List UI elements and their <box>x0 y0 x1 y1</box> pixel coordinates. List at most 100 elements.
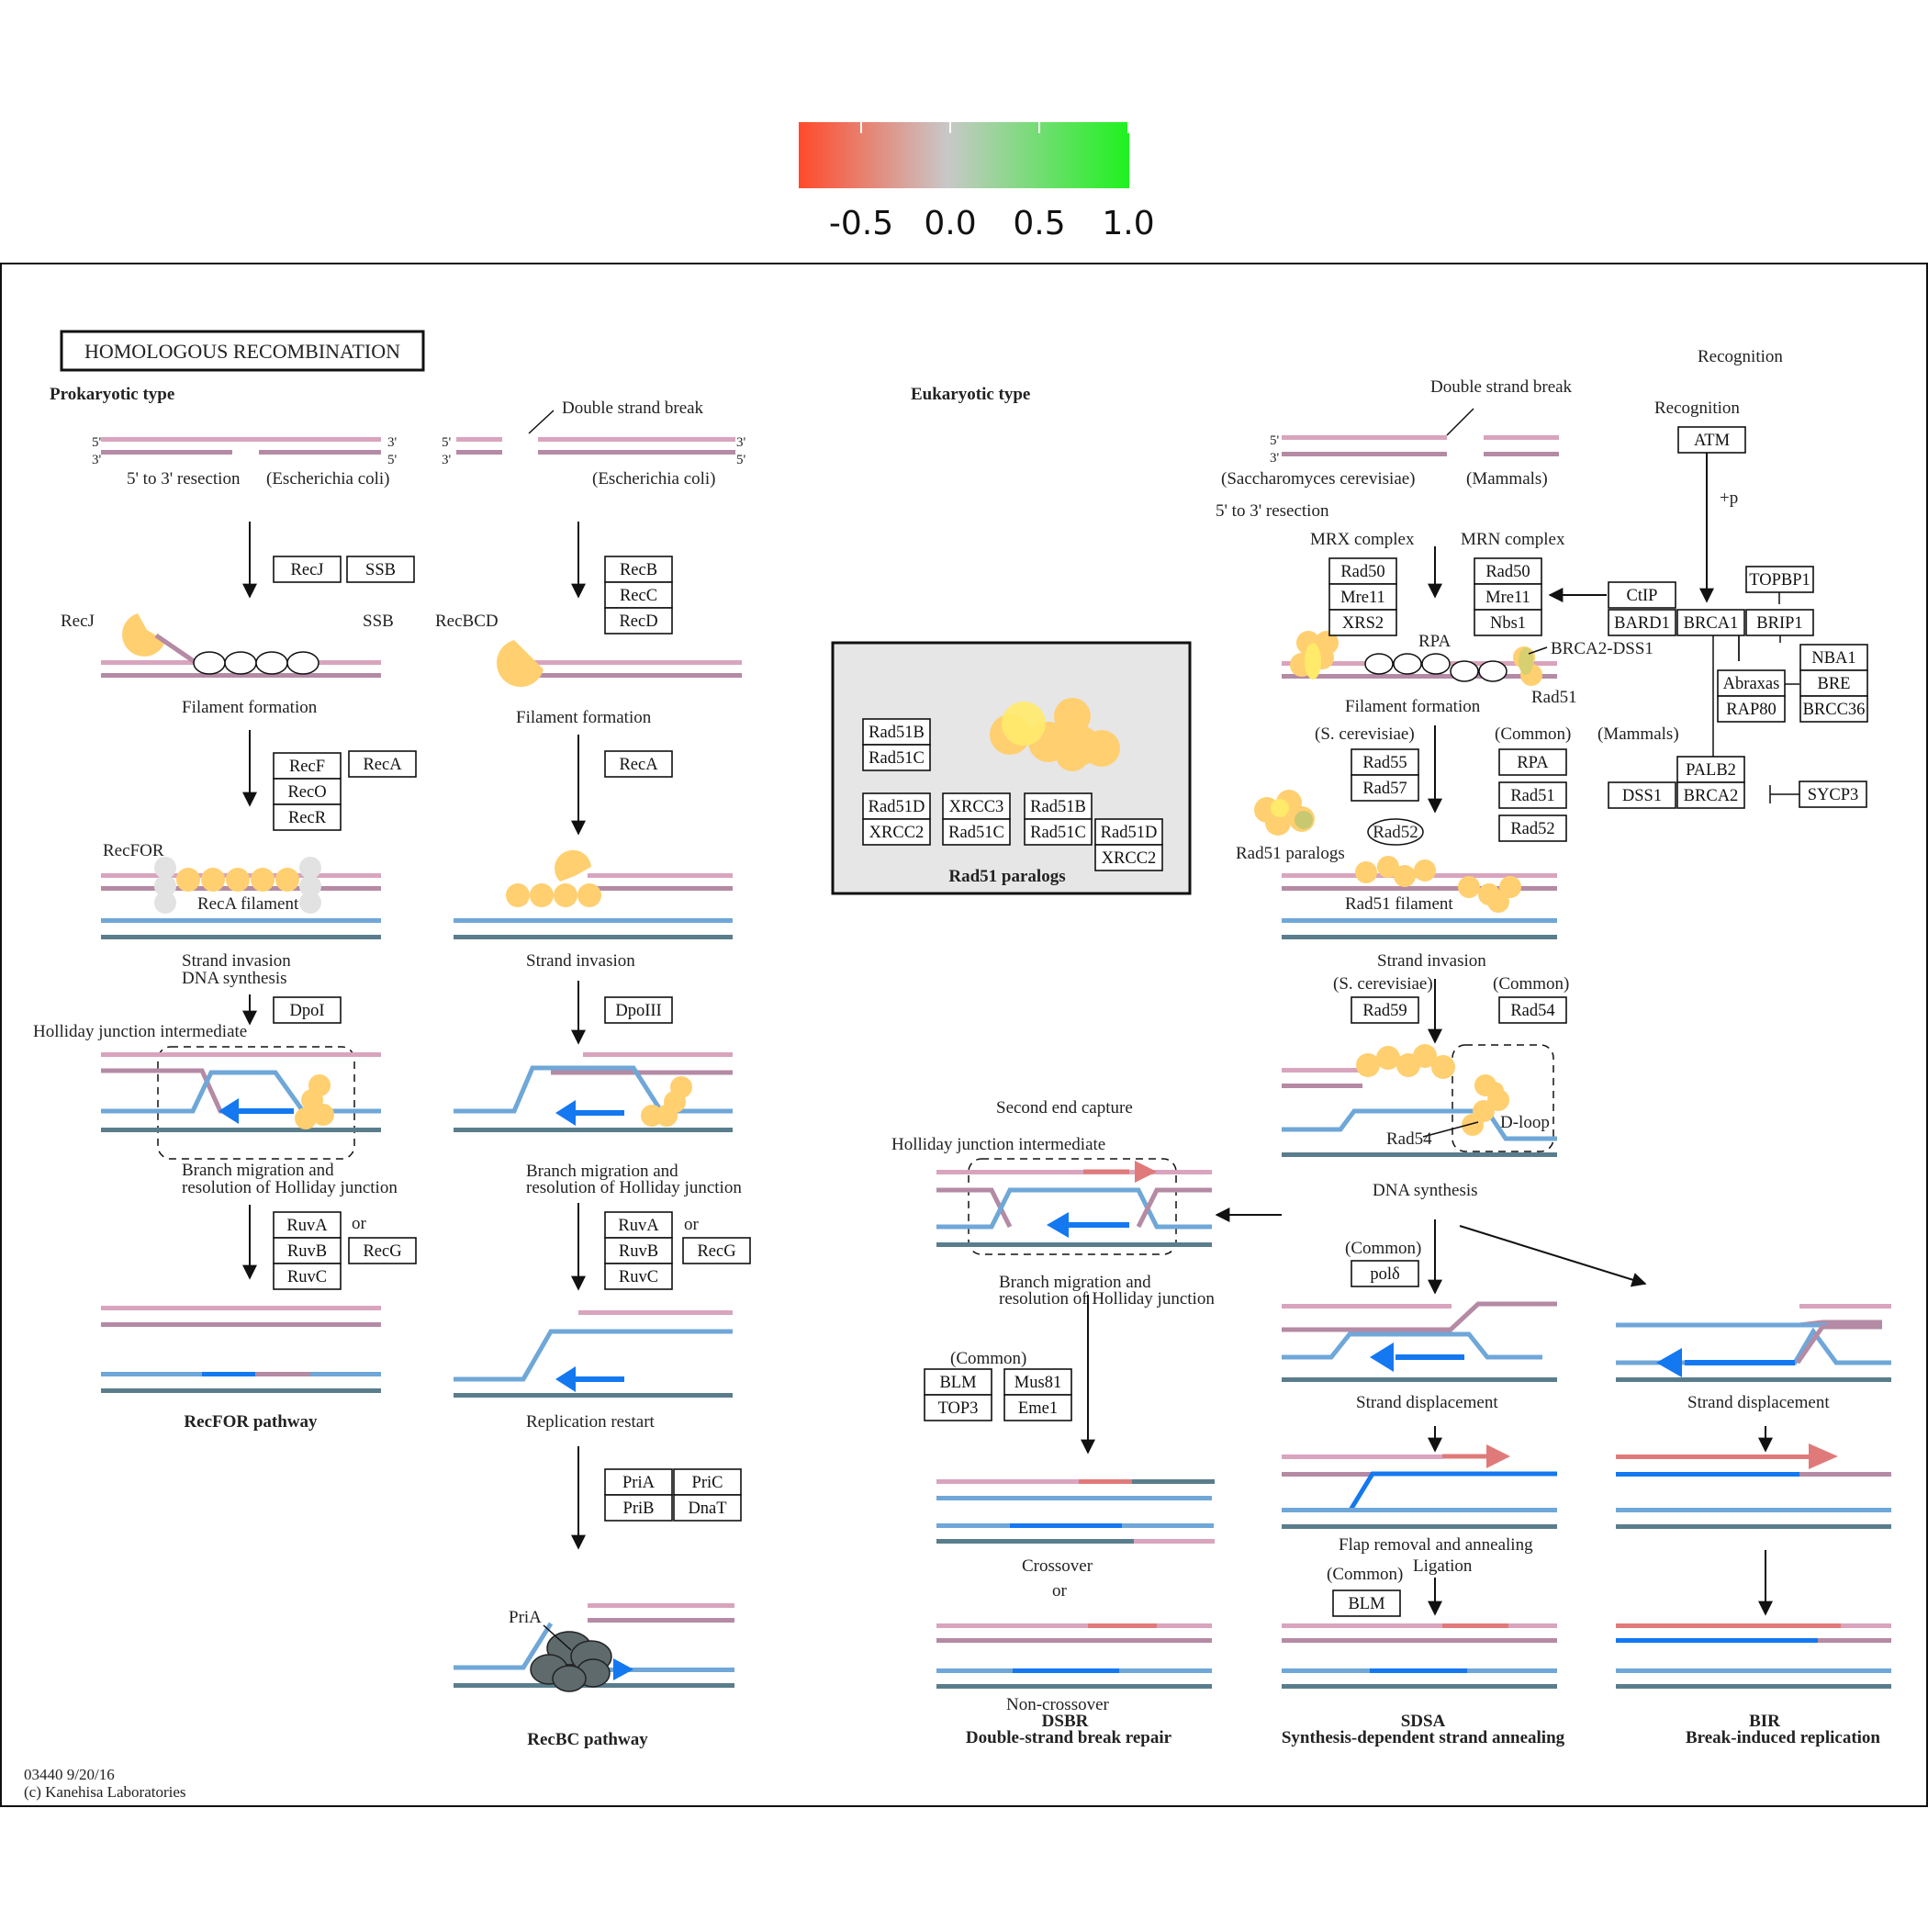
gene-box-frame[interactable] <box>1745 609 1814 636</box>
gene-box-rad51c[interactable]: Rad51C <box>862 744 931 771</box>
gene-box-rad51c[interactable]: Rad51C <box>1024 818 1093 846</box>
gene-box-rad51c[interactable]: Rad51C <box>942 818 1011 846</box>
gene-box-xrcc2[interactable]: XRCC2 <box>1094 844 1163 871</box>
gene-box-blm[interactable]: BLM <box>924 1368 992 1396</box>
gene-box-frame[interactable] <box>1351 774 1419 802</box>
gene-box-recb[interactable]: RecB <box>604 556 673 583</box>
gene-box-frame[interactable] <box>348 1237 417 1264</box>
gene-box-prib[interactable]: PriB <box>604 1494 673 1522</box>
gene-box-xrcc2[interactable]: XRCC2 <box>862 818 931 846</box>
gene-box-poliii[interactable]: DpoIII <box>604 996 673 1024</box>
gene-box-ruvc[interactable]: RuvC <box>604 1263 673 1290</box>
gene-box-dnat[interactable]: DnaT <box>673 1494 742 1522</box>
gene-box-frame[interactable] <box>604 1494 673 1522</box>
gene-box-rad57[interactable]: Rad57 <box>1351 774 1419 802</box>
gene-box-brca2[interactable]: BRCA2 <box>1676 781 1745 809</box>
gene-box-reco[interactable]: RecO <box>273 778 342 805</box>
gene-box-frame[interactable] <box>1608 609 1676 636</box>
gene-box-mre11[interactable]: Mre11 <box>1328 583 1397 611</box>
gene-box-frame[interactable] <box>1799 669 1868 697</box>
gene-box-frame[interactable] <box>1677 426 1746 454</box>
gene-box-rad50[interactable]: Rad50 <box>1474 557 1542 585</box>
gene-box-rad54[interactable]: Rad54 <box>1498 996 1567 1024</box>
gene-box-frame[interactable] <box>1799 781 1867 808</box>
gene-box-rap80[interactable]: RAP80 <box>1717 695 1786 723</box>
gene-box-rad52[interactable]: Rad52 <box>1498 814 1567 842</box>
gene-box-frame[interactable] <box>273 1263 342 1290</box>
gene-box-frame[interactable] <box>604 996 673 1024</box>
gene-box-frame[interactable] <box>1799 644 1868 671</box>
gene-box-frame[interactable] <box>1094 818 1163 846</box>
gene-box-frame[interactable] <box>1498 781 1567 809</box>
gene-box-frame[interactable] <box>1351 1260 1419 1287</box>
gene-box-frame[interactable] <box>1003 1368 1072 1396</box>
rad52-ellipse[interactable] <box>1367 818 1424 846</box>
gene-box-ctip[interactable]: CtIP <box>1608 581 1676 609</box>
gene-box-ssb[interactable]: SSB <box>346 556 415 583</box>
gene-box-frame[interactable] <box>942 818 1011 846</box>
gene-box-frame[interactable] <box>1328 557 1397 585</box>
gene-box-topbp1[interactable]: TOPBP1 <box>1745 566 1814 593</box>
gene-box-rad50[interactable]: Rad50 <box>1328 557 1397 585</box>
gene-box-pria[interactable]: PriA <box>604 1468 673 1496</box>
gene-box-frame[interactable] <box>1498 748 1567 776</box>
gene-box-rad51b[interactable]: Rad51B <box>862 718 931 746</box>
gene-box-frame[interactable] <box>1799 695 1868 723</box>
gene-box-frame[interactable] <box>924 1394 992 1421</box>
gene-box-rad51d[interactable]: Rad51D <box>862 792 931 820</box>
gene-box-frame[interactable] <box>1332 1589 1401 1617</box>
gene-box-frame[interactable] <box>1474 609 1542 636</box>
gene-box-frame[interactable] <box>1608 581 1676 609</box>
gene-box-frame[interactable] <box>604 1468 673 1496</box>
gene-box-eme1[interactable]: Eme1 <box>1003 1394 1072 1421</box>
gene-box-dss1[interactable]: DSS1 <box>1608 781 1676 809</box>
gene-box-recj[interactable]: RecJ <box>273 556 342 583</box>
gene-box-brip1[interactable]: BRIP1 <box>1745 609 1814 636</box>
gene-box-rad55[interactable]: Rad55 <box>1351 748 1419 776</box>
gene-box-frame[interactable] <box>273 803 342 831</box>
gene-box-brca1[interactable]: BRCA1 <box>1676 609 1745 636</box>
gene-box-rad51d[interactable]: Rad51D <box>1094 818 1163 846</box>
gene-box-frame[interactable] <box>682 1237 751 1264</box>
gene-box-rad51b[interactable]: Rad51B <box>1024 792 1093 820</box>
gene-box-recc[interactable]: RecC <box>604 581 673 609</box>
gene-box-frame[interactable] <box>1717 695 1786 723</box>
gene-box-frame[interactable] <box>604 1237 673 1264</box>
gene-box-nbs1[interactable]: Nbs1 <box>1474 609 1542 636</box>
gene-box-frame[interactable] <box>273 556 342 583</box>
gene-box-poli[interactable]: DpoI <box>273 996 342 1024</box>
gene-box-frame[interactable] <box>1024 818 1093 846</box>
gene-box-mre11[interactable]: Mre11 <box>1474 583 1542 611</box>
gene-box-recd[interactable]: RecD <box>604 607 673 635</box>
gene-box-nba1[interactable]: NBA1 <box>1799 644 1868 671</box>
gene-box-xrcc3[interactable]: XRCC3 <box>942 792 1011 820</box>
gene-box-palb2[interactable]: PALB2 <box>1676 756 1745 783</box>
gene-box-frame[interactable] <box>1498 996 1567 1024</box>
gene-box-frame[interactable] <box>942 792 1011 820</box>
gene-box-ruvc[interactable]: RuvC <box>273 1263 342 1290</box>
gene-box-reca[interactable]: RecA <box>604 750 673 778</box>
gene-box-brcc36[interactable]: BRCC36 <box>1799 695 1868 723</box>
gene-box-frame[interactable] <box>604 1263 673 1290</box>
gene-box-pric[interactable]: PriC <box>673 1468 742 1496</box>
gene-box-ruva[interactable]: RuvA <box>273 1211 342 1239</box>
gene-box-recg[interactable]: RecG <box>348 1237 417 1264</box>
gene-box-frame[interactable] <box>604 750 673 778</box>
gene-box-mus81[interactable]: Mus81 <box>1003 1368 1072 1396</box>
gene-box-abraxas[interactable]: Abraxas <box>1717 669 1786 697</box>
gene-box-frame[interactable] <box>1351 996 1419 1024</box>
gene-box-frame[interactable] <box>1474 583 1542 611</box>
gene-box-frame[interactable] <box>1024 792 1093 820</box>
gene-box-frame[interactable] <box>673 1468 742 1496</box>
gene-box-frame[interactable] <box>862 818 931 846</box>
gene-box-recr[interactable]: RecR <box>273 803 342 831</box>
gene-box-frame[interactable] <box>1608 781 1676 809</box>
gene-box-frame[interactable] <box>273 996 342 1024</box>
gene-box-bard1[interactable]: BARD1 <box>1608 609 1676 636</box>
gene-box-frame[interactable] <box>604 1211 673 1239</box>
gene-box-sycp3[interactable]: SYCP3 <box>1799 781 1867 808</box>
gene-box-ruvb[interactable]: RuvB <box>604 1237 673 1264</box>
gene-box-frame[interactable] <box>346 556 415 583</box>
gene-box-frame[interactable] <box>1676 781 1745 809</box>
gene-box-blm[interactable]: BLM <box>1332 1589 1401 1617</box>
